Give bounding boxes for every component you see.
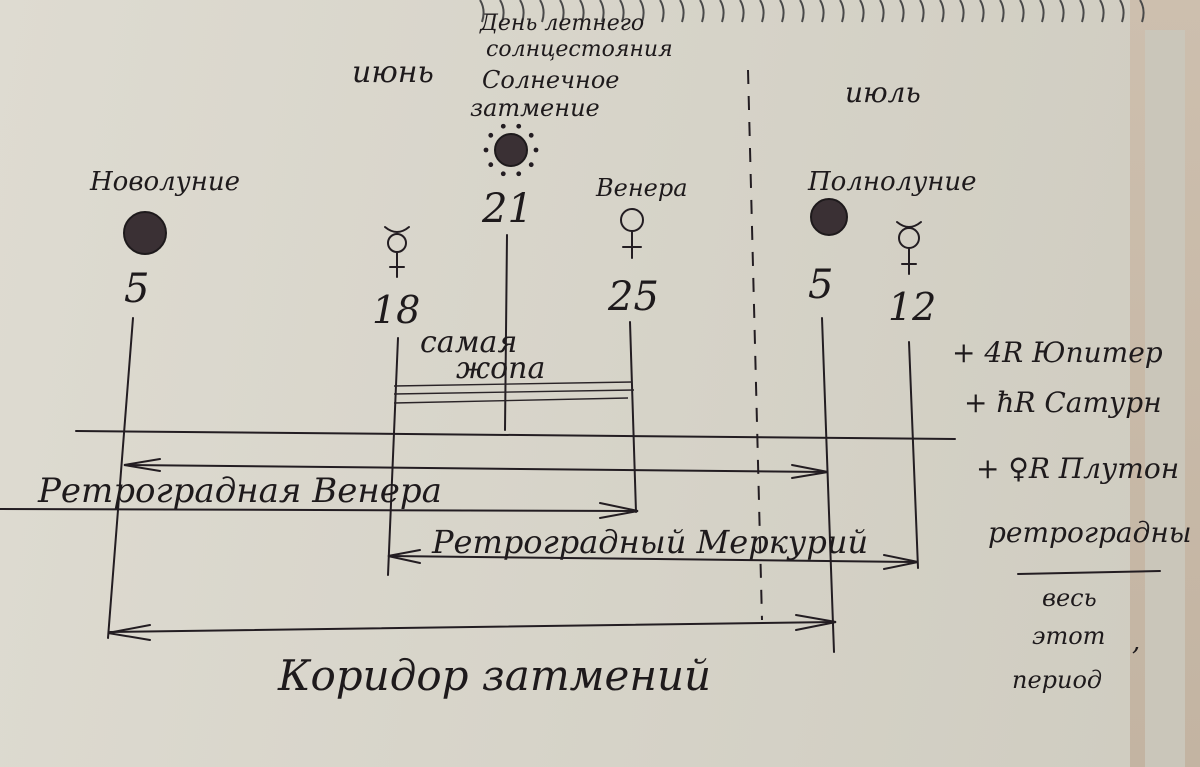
solstice-title-line2: солнцестояния [486,37,673,62]
mercury-end-day: 12 [888,285,936,329]
spiral-ring [979,0,985,23]
eclipse-ray [516,171,522,177]
spiral-ring [999,0,1005,23]
marker-venus [629,321,637,513]
spiral-ring [1019,0,1025,23]
eclipse-ray [528,162,534,168]
eclipse-ray [500,171,506,177]
marker-full-moon [821,317,835,653]
new-moon-day: 5 [124,266,149,312]
note-whole-line1: весь [1042,584,1097,612]
eclipse-corridor-arrow [107,614,837,641]
venus-label: Венера [595,174,688,202]
spiral-ring [699,0,705,23]
note-jupiter: + 4R Юпитер [952,336,1163,369]
retro-venus-label: Ретроградная Венера [37,471,442,511]
eclipse-ray [516,123,522,129]
spiral-ring [879,0,885,23]
note-retrograde: ретроградны [988,516,1192,549]
spiral-ring [1119,0,1125,23]
worst-period-stroke-1 [393,381,633,387]
venus-icon [620,208,644,259]
spiral-ring [739,0,745,23]
eclipse-label-line2: затмение [470,94,600,122]
new-moon-icon [123,211,167,255]
note-comma: , [1132,627,1140,657]
eclipse-label-line1: Солнечное [482,66,620,94]
spiral-ring [559,0,565,23]
eclipse-ray [533,147,539,153]
worst-period-stroke-3 [393,397,629,404]
marker-mercury-start [387,337,399,576]
spiral-ring [779,0,785,23]
spiral-ring [1039,0,1045,23]
spiral-ring [519,0,525,23]
retro-venus-arrow-upper [123,458,829,479]
month-june: июнь [352,55,434,90]
spiral-ring [1079,0,1085,23]
marker-new-moon [107,317,134,639]
spiral-ring [639,0,645,23]
note-saturn: + ħR Сатурн [964,386,1162,419]
spiral-ring [919,0,925,23]
spiral-ring [1059,0,1065,23]
eclipse-ray [500,123,506,129]
mercury-icon [896,221,922,275]
spiral-ring [959,0,965,23]
spiral-ring [539,0,545,23]
spiral-ring [859,0,865,23]
worst-period-stroke-2 [393,389,635,395]
venus-day: 25 [607,274,659,320]
new-moon-label: Новолуние [89,167,240,197]
eclipse-ray [488,162,494,168]
month-july: июль [845,76,921,109]
spiral-ring [1099,0,1105,23]
retro-mercury-label: Ретроградный Меркурий [431,523,868,561]
solstice-title-line1: День летнего [479,11,644,36]
full-moon-day: 5 [808,262,833,308]
spiral-ring [899,0,905,23]
spiral-ring [799,0,805,23]
eclipse-ray [488,132,494,138]
spiral-ring [819,0,825,23]
eclipse-ray [483,147,489,153]
note-pluto: + ♀R Плутон [976,452,1179,485]
note-whole-line3: период [1012,666,1102,694]
spiral-ring [839,0,845,23]
spiral-ring [599,0,605,23]
spiral-binding [479,0,1145,23]
retro-mercury-arrow [387,549,919,570]
full-moon-icon [810,198,848,236]
spiral-ring [939,0,945,23]
solstice-day: 21 [481,186,533,232]
month-divider [747,69,763,621]
worst-period-line1: самая [420,325,517,360]
paper-edge [1145,30,1185,767]
spiral-ring [479,0,485,23]
eclipse-corridor-label: Коридор затмений [277,651,711,700]
spiral-ring [719,0,725,23]
spiral-ring [579,0,585,23]
spiral-ring [679,0,685,23]
spiral-ring [1139,0,1145,23]
retro-venus-arrow-lower [0,502,639,519]
worst-period-line2: жопа [456,351,545,386]
spiral-ring [499,0,505,23]
solar-eclipse-icon [483,123,539,177]
full-moon-label: Полнолуние [807,167,977,197]
timeline-axis [75,430,956,440]
note-whole-line2: этот [1032,622,1105,650]
spiral-ring [619,0,625,23]
marker-mercury-end [908,341,919,569]
eclipse-ray [528,132,534,138]
mercury-start-day: 18 [372,288,420,332]
mercury-icon [384,226,410,278]
spiral-ring [659,0,665,23]
spiral-ring [759,0,765,23]
note-underline [1017,570,1161,575]
marker-solstice [504,234,508,431]
